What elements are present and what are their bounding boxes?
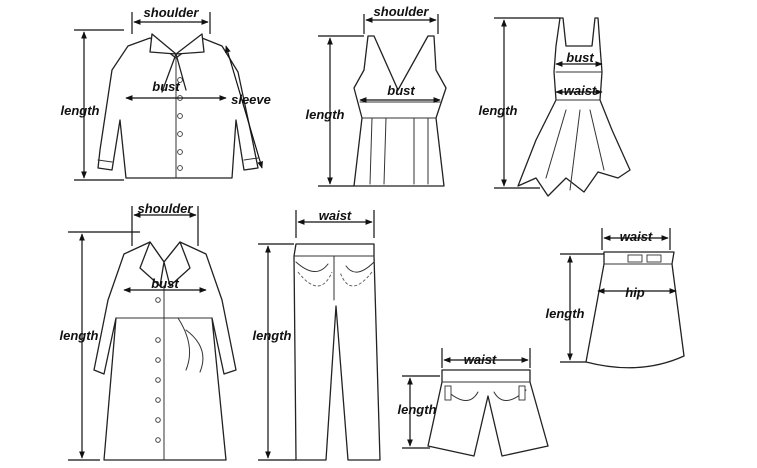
pants-length-label: length bbox=[253, 328, 292, 343]
shirt-length-label: length bbox=[61, 103, 100, 118]
coat-collar bbox=[139, 241, 191, 287]
tank-top-length-measure: length bbox=[306, 35, 364, 187]
shirt-sleeve-label: sleeve bbox=[231, 92, 271, 107]
tank-top-shoulder-measure: shoulder bbox=[363, 4, 439, 34]
dress-figure bbox=[517, 17, 631, 197]
skirt-figure bbox=[585, 251, 685, 369]
shorts-body bbox=[427, 369, 549, 457]
skirt-body bbox=[585, 251, 685, 369]
dress-waist-measure: waist bbox=[555, 83, 603, 98]
coat-shoulder-label: shoulder bbox=[138, 201, 194, 216]
coat-bust-measure: bust bbox=[123, 276, 207, 293]
dress-length-label: length bbox=[479, 103, 518, 118]
shirt-figure bbox=[97, 33, 259, 179]
dress-bust-measure: bust bbox=[555, 50, 603, 67]
tank-top-body bbox=[353, 35, 447, 187]
shorts-figure bbox=[427, 369, 549, 457]
shirt-bust-measure: bust bbox=[125, 79, 227, 101]
coat-bust-label: bust bbox=[151, 276, 179, 291]
coat-length-label: length bbox=[60, 328, 99, 343]
shirt-length-measure: length bbox=[61, 29, 124, 181]
skirt-waist-measure: waist bbox=[601, 228, 671, 250]
shirt-bow bbox=[149, 33, 205, 93]
skirt-length-measure: length bbox=[546, 253, 604, 363]
coat-shoulder-measure: shoulder bbox=[131, 201, 199, 246]
skirt-waist-label: waist bbox=[620, 229, 653, 244]
coat-length-measure: length bbox=[60, 231, 140, 461]
pants-length-measure: length bbox=[253, 243, 296, 461]
pants-waist-label: waist bbox=[319, 208, 352, 223]
tank-top-bust-measure: bust bbox=[359, 83, 441, 103]
shirt-shoulder-label: shoulder bbox=[144, 5, 200, 20]
skirt-length-label: length bbox=[546, 306, 585, 321]
shorts-waist-label: waist bbox=[464, 352, 497, 367]
shorts-length-label: length bbox=[398, 402, 437, 417]
skirt-hip-measure: hip bbox=[597, 285, 677, 300]
dress-length-measure: length bbox=[479, 17, 560, 189]
tank-top-shoulder-label: shoulder bbox=[374, 4, 430, 19]
coat-buttons bbox=[155, 297, 161, 443]
tank-top-figure bbox=[353, 35, 447, 187]
shorts-length-measure: length bbox=[398, 375, 440, 449]
dress-body bbox=[517, 17, 631, 197]
shirt-bust-label: bust bbox=[152, 79, 180, 94]
coat-body bbox=[93, 241, 237, 461]
shirt-shoulder-measure: shoulder bbox=[131, 5, 211, 34]
shirt-sleeve-measure: sleeve bbox=[225, 45, 271, 169]
shorts-waist-measure: waist bbox=[441, 348, 531, 368]
pants-waist-measure: waist bbox=[295, 208, 375, 238]
dress-waist-label: waist bbox=[564, 83, 597, 98]
dress-bust-label: bust bbox=[566, 50, 594, 65]
pants-figure bbox=[293, 243, 381, 461]
tank-top-length-label: length bbox=[306, 107, 345, 122]
pants-body bbox=[293, 243, 381, 461]
skirt-hip-label: hip bbox=[625, 285, 645, 300]
tank-top-bust-label: bust bbox=[387, 83, 415, 98]
coat-figure bbox=[93, 241, 237, 461]
